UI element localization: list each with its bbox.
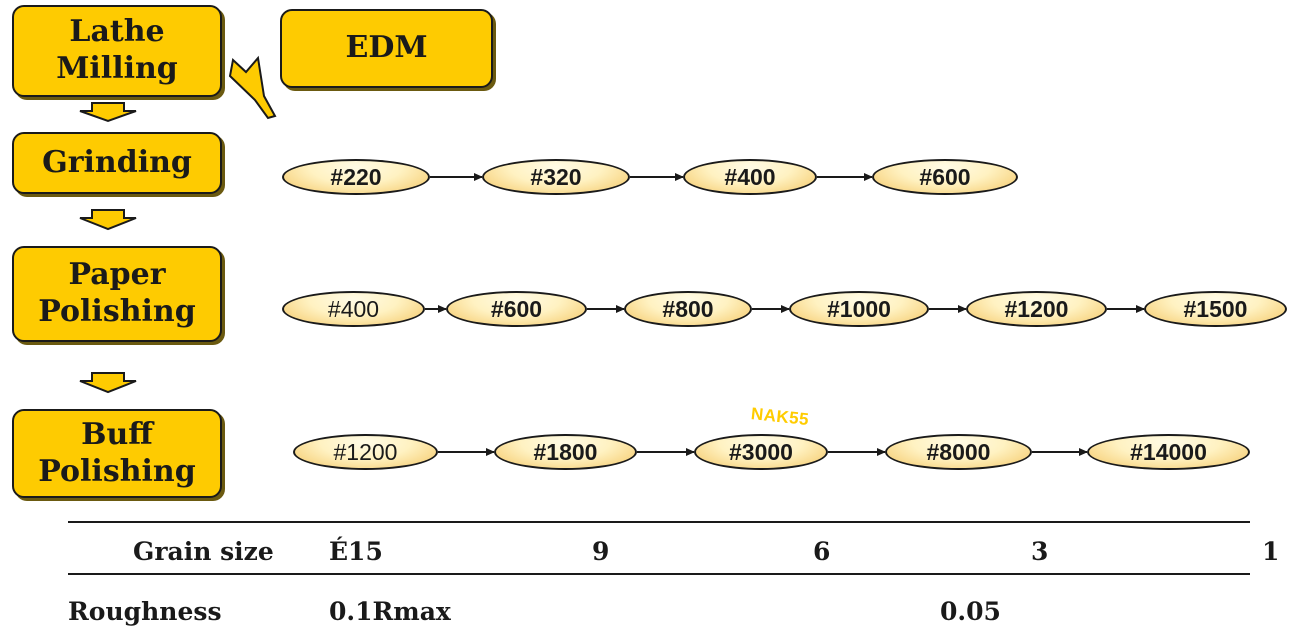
grinding-grit-4: #600 xyxy=(872,159,1018,195)
scale-top-rule xyxy=(68,521,1250,523)
grain-size-value-3: 6 xyxy=(813,537,831,566)
step-lathe-milling-line-2: Milling xyxy=(56,51,178,86)
roughness-label: Roughness xyxy=(68,597,222,626)
down-arrow-1 xyxy=(79,102,137,123)
down-arrow-3 xyxy=(79,372,137,394)
paper-grit-1: #400 xyxy=(282,291,425,327)
grain-size-value-5: 1 xyxy=(1262,537,1280,566)
scale-bottom-rule xyxy=(68,573,1250,575)
step-grinding-label: Grinding xyxy=(42,144,192,180)
paper-grit-4: #1000 xyxy=(789,291,929,327)
paper-grit-5: #1200 xyxy=(966,291,1107,327)
buff-grit-4: #8000 xyxy=(885,434,1032,470)
paper-grit-3: #800 xyxy=(624,291,752,327)
step-buff-polishing: Buff Polishing xyxy=(12,409,222,498)
grain-size-value-4: 3 xyxy=(1031,537,1049,566)
step-edm-label: EDM xyxy=(345,30,428,66)
step-edm: EDM xyxy=(280,9,493,88)
step-buff-polishing-line-1: Buff xyxy=(81,416,153,452)
grain-size-value-1: É15 xyxy=(329,537,383,566)
roughness-value-2: 0.05 xyxy=(940,597,1001,626)
step-paper-polishing: Paper Polishing xyxy=(12,246,222,342)
grinding-grit-3: #400 xyxy=(683,159,817,195)
step-buff-polishing-line-2: Polishing xyxy=(38,453,196,489)
grain-size-label: Grain size xyxy=(133,537,274,566)
edm-branch-arrow xyxy=(228,55,277,120)
buff-grit-1: #1200 xyxy=(293,434,438,470)
step-paper-polishing-line-2: Polishing xyxy=(38,294,196,329)
grain-size-value-2: 9 xyxy=(592,537,610,566)
down-arrow-2 xyxy=(79,209,137,231)
grinding-grit-1: #220 xyxy=(282,159,430,195)
step-lathe-milling-line-1: Lathe xyxy=(69,14,165,50)
step-paper-polishing-line-1: Paper xyxy=(68,257,166,293)
paper-grit-6: #1500 xyxy=(1144,291,1287,327)
roughness-value-1: 0.1Rmax xyxy=(329,597,451,626)
step-lathe-milling: Lathe Milling xyxy=(12,5,222,97)
step-grinding: Grinding xyxy=(12,132,222,194)
paper-grit-2: #600 xyxy=(446,291,587,327)
buff-grit-5: #14000 xyxy=(1087,434,1250,470)
buff-grit-2: #1800 xyxy=(494,434,637,470)
grinding-grit-2: #320 xyxy=(482,159,630,195)
buff-grit-3: #3000 xyxy=(694,434,828,470)
